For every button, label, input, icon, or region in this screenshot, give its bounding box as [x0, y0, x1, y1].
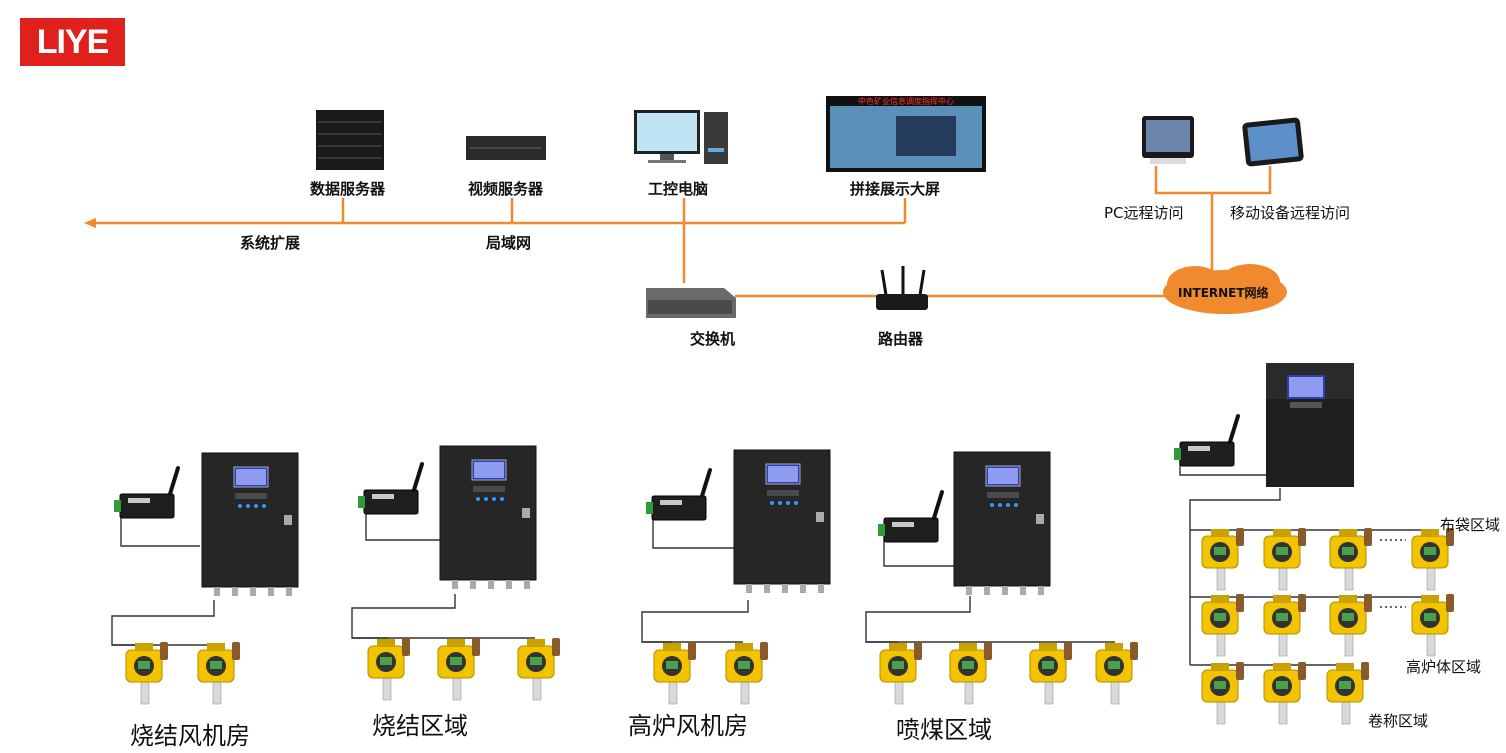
pc-remote-label: PC远程访问	[1104, 204, 1184, 222]
data-server-label: 数据服务器	[310, 180, 386, 198]
area-sinter-fan: 烧结风机房	[130, 722, 250, 750]
gas-detector	[1263, 593, 1307, 657]
area-furnace-fan: 高炉风机房	[628, 712, 748, 740]
gas-detector	[1201, 527, 1245, 591]
gas-detector	[1095, 641, 1139, 705]
gas-detector	[1263, 527, 1307, 591]
gas-detector	[197, 641, 241, 705]
gas-detector	[1411, 593, 1455, 657]
internet-cloud-icon	[1163, 264, 1287, 314]
controller-cabinet-3	[733, 449, 831, 594]
remote-pc-icon	[1142, 116, 1194, 164]
ipc-icon	[634, 110, 728, 164]
area-furnace-body: 高炉体区域	[1406, 658, 1482, 676]
dtu-module-4	[876, 490, 944, 544]
controller-cabinet-4	[953, 451, 1051, 596]
router-label: 路由器	[878, 330, 924, 348]
gas-detector	[1263, 661, 1307, 725]
liye-logo: LIYE	[20, 18, 125, 66]
video-wall-banner: 中色矿业信息调度指挥中心	[858, 96, 954, 106]
video-server-icon	[466, 136, 546, 160]
mobile-remote-label: 移动设备远程访问	[1230, 204, 1351, 222]
gas-detector	[367, 637, 411, 701]
controller-cabinet-1	[201, 452, 299, 597]
dtu-module-2	[356, 462, 424, 516]
ipc-label: 工控电脑	[648, 180, 709, 198]
gas-detector	[1411, 527, 1455, 591]
gas-detector	[1201, 593, 1245, 657]
gas-detector	[125, 641, 169, 705]
gas-detector	[879, 641, 923, 705]
area-sinter: 烧结区域	[372, 712, 468, 740]
gas-detector	[1329, 593, 1373, 657]
tablet-icon	[1242, 117, 1304, 167]
area-bag: 布袋区域	[1440, 516, 1501, 534]
switch-icon	[646, 288, 736, 318]
gas-detector	[1029, 641, 1073, 705]
lan-label: 局域网	[486, 234, 532, 252]
switch-label: 交换机	[690, 330, 736, 348]
gas-detector	[1201, 661, 1245, 725]
gas-detector	[1326, 661, 1370, 725]
gas-detector	[725, 641, 769, 705]
gas-detector	[517, 637, 561, 701]
area-coal-injection: 喷煤区域	[896, 716, 992, 744]
internet-label: INTERNET网络	[1178, 286, 1269, 300]
router-icon	[876, 266, 928, 310]
controller-cabinet-5	[1266, 363, 1354, 487]
video-wall-label: 拼接展示大屏	[850, 180, 941, 198]
dtu-module-1	[112, 466, 180, 520]
video-server-label: 视频服务器	[468, 180, 544, 198]
area-coiling: 卷称区域	[1368, 712, 1429, 730]
gas-detector	[949, 641, 993, 705]
video-wall-icon: 中色矿业信息调度指挥中心	[826, 96, 986, 172]
bus-arrowhead	[84, 218, 96, 228]
controller-cabinet-2	[439, 445, 537, 590]
gas-detector	[437, 637, 481, 701]
data-server-icon	[316, 110, 384, 170]
gas-detector	[1329, 527, 1373, 591]
dtu-module-5	[1172, 414, 1240, 468]
gas-detector	[653, 641, 697, 705]
extension-label: 系统扩展	[240, 234, 301, 252]
dtu-module-3	[644, 468, 712, 522]
